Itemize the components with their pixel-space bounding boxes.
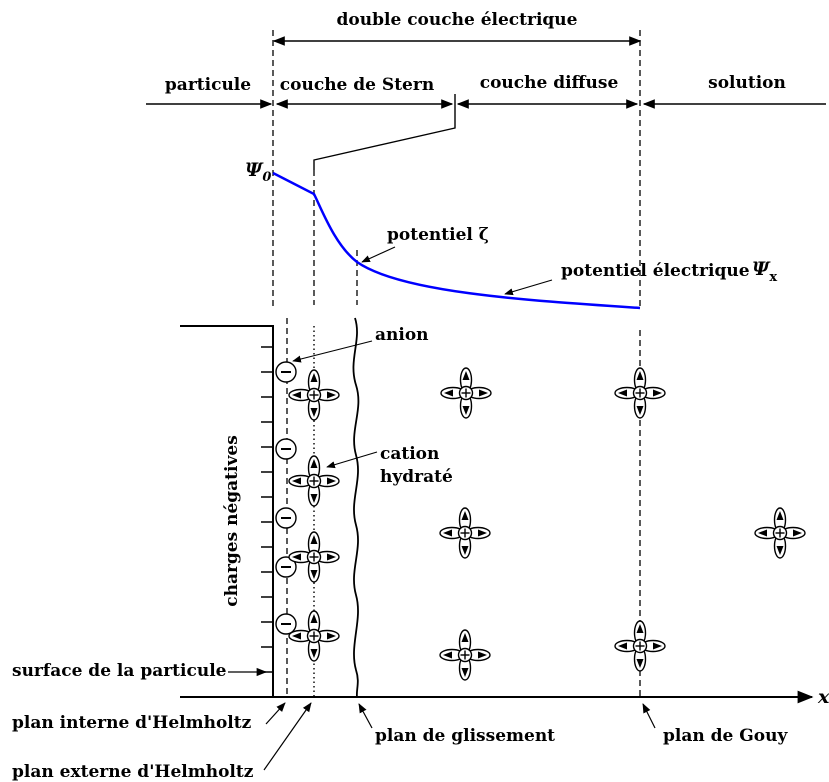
anion-icon	[275, 361, 297, 383]
x-axis-label: x	[817, 686, 829, 708]
slip-plane-label: plan de glissement	[375, 726, 555, 746]
anion-label: anion	[375, 325, 429, 345]
particle-surface-label: surface de la particule	[12, 661, 227, 681]
electric-potential-label: potentiel électrique	[561, 261, 750, 281]
hydrated-cation-icon	[615, 368, 665, 418]
cation-arrow	[326, 451, 378, 469]
zeta-potential-label: potentiel ζ	[387, 225, 489, 245]
hydrated-cation-icon	[289, 456, 339, 506]
psi0-symbol: Ψ0	[245, 159, 271, 185]
hydrated-cation-icon	[440, 508, 490, 558]
cation-label-line1: cation	[380, 444, 439, 464]
hydrated-cation-icon	[289, 370, 339, 420]
surface-charge-ticks	[261, 346, 273, 673]
inner-helmholtz-arrow	[265, 702, 286, 725]
cation-label-line2: hydraté	[380, 467, 453, 487]
gouy-plane-label: plan de Gouy	[663, 726, 788, 746]
particle-outline	[180, 325, 274, 697]
region-particle-label: particule	[165, 75, 251, 95]
slip-plane-line	[352, 317, 360, 698]
double-layer-label: double couche électrique	[337, 10, 578, 30]
hydrated-cation-icon	[289, 532, 339, 582]
hydrated-cation-icon	[289, 611, 339, 661]
psix-symbol: Ψx	[752, 258, 777, 285]
region-diffuse-label: couche diffuse	[480, 73, 619, 93]
hydrated-cation-icon	[440, 630, 490, 680]
slip-plane-arrow	[358, 703, 373, 729]
hydrated-cation-icon	[441, 368, 491, 418]
outer-helmholtz-arrow	[263, 702, 312, 771]
zeta-arrow	[361, 246, 396, 263]
region-solution-label: solution	[708, 73, 786, 93]
anion-icon	[275, 613, 297, 635]
potential-curve	[272, 171, 641, 310]
stern-connector-line	[313, 94, 456, 170]
inner-helmholtz-label: plan interne d'Helmholtz	[12, 713, 252, 733]
gouy-plane-arrow	[642, 703, 656, 729]
anion-icon	[275, 438, 297, 460]
anion-icon	[275, 507, 297, 529]
negative-charges-label: charges négatives	[222, 435, 242, 607]
electric-potential-arrow	[504, 279, 553, 296]
outer-helmholtz-label: plan externe d'Helmholtz	[12, 762, 254, 782]
hydrated-cation-icon	[755, 508, 805, 558]
region-stern-label: couche de Stern	[280, 75, 434, 95]
anion-arrow	[292, 340, 373, 363]
hydrated-cation-icon	[615, 621, 665, 671]
